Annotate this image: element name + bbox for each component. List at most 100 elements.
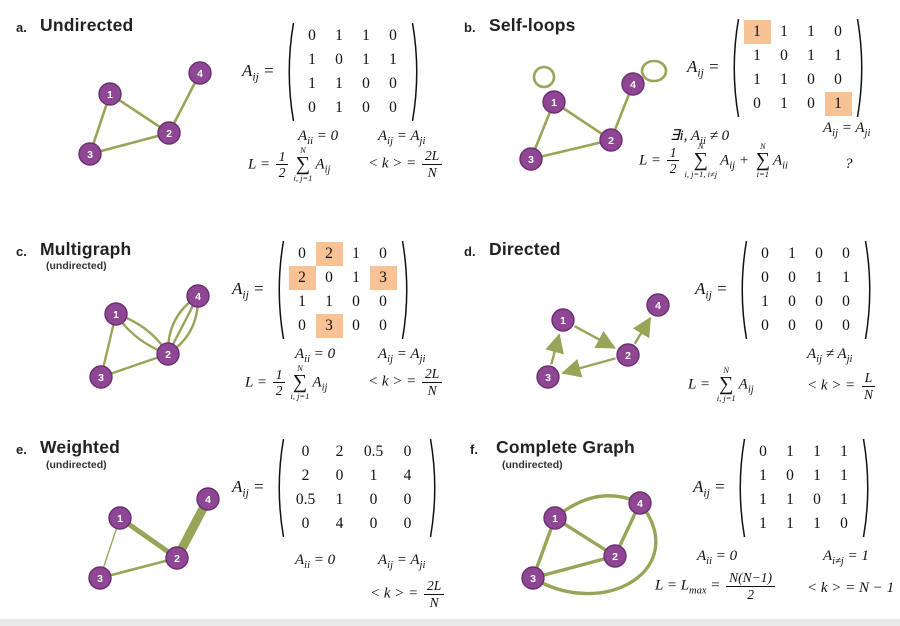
paren-right-icon xyxy=(411,22,418,122)
arrow-edge-2-4 xyxy=(632,316,652,345)
node-3: 3 xyxy=(78,142,102,166)
matrix-cell-3-2: 1 xyxy=(786,491,794,508)
panel-letter: b. xyxy=(464,20,476,35)
matrix-cell-3-4: 0 xyxy=(379,293,387,310)
paren-left-icon xyxy=(278,438,284,538)
matrix-cell-3-2: 0 xyxy=(788,293,796,310)
panel-title: Undirected xyxy=(40,15,134,35)
matrix-cell-2-2: 0 xyxy=(786,467,794,484)
edge-3-4-curved xyxy=(532,501,658,596)
svg-text:2: 2 xyxy=(174,553,180,565)
matrix-cell-3-1: 1 xyxy=(761,293,769,310)
matrix-cell-2-4: 3 xyxy=(369,266,397,290)
bottom-edge xyxy=(0,619,900,626)
matrix-cell-2-1: 2 xyxy=(288,266,316,290)
svg-text:2: 2 xyxy=(612,551,618,563)
matrix-cell-1-3: 1 xyxy=(813,443,821,460)
svg-text:1: 1 xyxy=(117,513,123,525)
edge-3-2 xyxy=(530,138,612,161)
svg-text:4: 4 xyxy=(630,79,636,91)
matrix-cell-3-4: 0 xyxy=(842,293,850,310)
paren-right-icon xyxy=(862,438,869,538)
paren-right-icon xyxy=(429,438,436,538)
matrix-cell-3-3: 0 xyxy=(369,491,378,508)
svg-text:3: 3 xyxy=(530,573,536,585)
paren-left-icon xyxy=(741,240,747,340)
matrix-cell-2-1: 2 xyxy=(301,467,310,484)
matrix-label: Aij = xyxy=(232,476,265,500)
matrix-cell-2-3: 1 xyxy=(369,467,378,484)
svg-text:2: 2 xyxy=(165,349,171,361)
matrix-cell-3-2: 1 xyxy=(780,71,788,88)
svg-text:4: 4 xyxy=(197,68,203,80)
node-1: 1 xyxy=(551,308,575,332)
matrix-cell-4-2: 1 xyxy=(780,95,788,112)
panel-title: Directed xyxy=(489,239,561,259)
matrix-cell-1-2: 2 xyxy=(335,443,344,460)
formula-average-degree-unknown: ? xyxy=(845,156,853,172)
matrix-cell-4-3: 0 xyxy=(807,95,815,112)
panel-subtitle: (undirected) xyxy=(502,459,563,471)
graph-complete: 1 2 3 4 xyxy=(521,491,658,596)
node-1: 1 xyxy=(98,82,122,106)
node-2: 2 xyxy=(616,343,640,367)
matrix-cell-2-4: 1 xyxy=(834,47,842,64)
matrix-cell-1-4: 0 xyxy=(379,245,387,262)
matrix-cell-3-2: 1 xyxy=(335,75,343,92)
matrix-label: Aij = xyxy=(695,278,728,302)
matrix-cell-3-1: 0.5 xyxy=(295,491,316,508)
node-4: 4 xyxy=(196,487,220,511)
edge-1-2 xyxy=(109,92,170,135)
panel-letter: f. xyxy=(470,442,478,457)
svg-text:2: 2 xyxy=(166,128,172,140)
formula-selfloops-exist: ∃i, Aii ≠ 0 xyxy=(670,128,730,147)
svg-text:4: 4 xyxy=(655,300,661,312)
formula-offdiagonal-one: Ai≠j = 1 xyxy=(823,548,869,567)
matrix-cell-3-4: 0 xyxy=(389,75,397,92)
matrix-cell-3-3: 0 xyxy=(813,491,821,508)
matrix-cell-2-4: 1 xyxy=(842,269,850,286)
matrix-cell-4-1: 1 xyxy=(759,515,767,532)
matrix-cell-4-4: 0 xyxy=(379,317,387,334)
svg-text:4: 4 xyxy=(195,291,201,303)
node-2: 2 xyxy=(165,546,189,570)
node-4: 4 xyxy=(188,61,212,85)
node-3: 3 xyxy=(521,566,545,590)
edge-1-4-curved xyxy=(553,494,641,520)
graph-multigraph: 1 2 3 4 xyxy=(89,284,210,389)
matrix-cell-2-4: 1 xyxy=(840,467,848,484)
matrix-cell-1-1: 0 xyxy=(308,27,316,44)
panel-letter: a. xyxy=(16,20,27,35)
matrix-cell-4-2: 3 xyxy=(315,314,343,338)
matrix-cell-4-3: 0 xyxy=(352,317,360,334)
matrix-cell-1-4: 1 xyxy=(840,443,848,460)
formula-average-degree: < k > = N − 1 xyxy=(807,580,895,596)
formula-no-selfloops: Aii = 0 xyxy=(697,548,738,567)
matrix-cell-3-4: 0 xyxy=(834,71,842,88)
matrix-label: Aij = xyxy=(232,278,265,302)
graph-weighted: 1 2 3 4 xyxy=(88,487,220,590)
node-4: 4 xyxy=(621,72,645,96)
edge-3-2 xyxy=(89,131,170,156)
self-loop-node-1 xyxy=(532,65,556,89)
node-2: 2 xyxy=(603,544,627,568)
node-3: 3 xyxy=(536,365,560,389)
paren-left-icon xyxy=(739,438,745,538)
matrix-cell-1-2: 2 xyxy=(315,242,343,266)
matrix-cell-2-1: 1 xyxy=(308,51,316,68)
svg-text:3: 3 xyxy=(98,372,104,384)
self-loop-node-4 xyxy=(640,59,668,83)
paren-left-icon xyxy=(733,18,739,118)
svg-text:1: 1 xyxy=(552,513,558,525)
matrix-cell-3-4: 1 xyxy=(840,491,848,508)
matrix-cell-4-4: 0 xyxy=(842,317,850,334)
